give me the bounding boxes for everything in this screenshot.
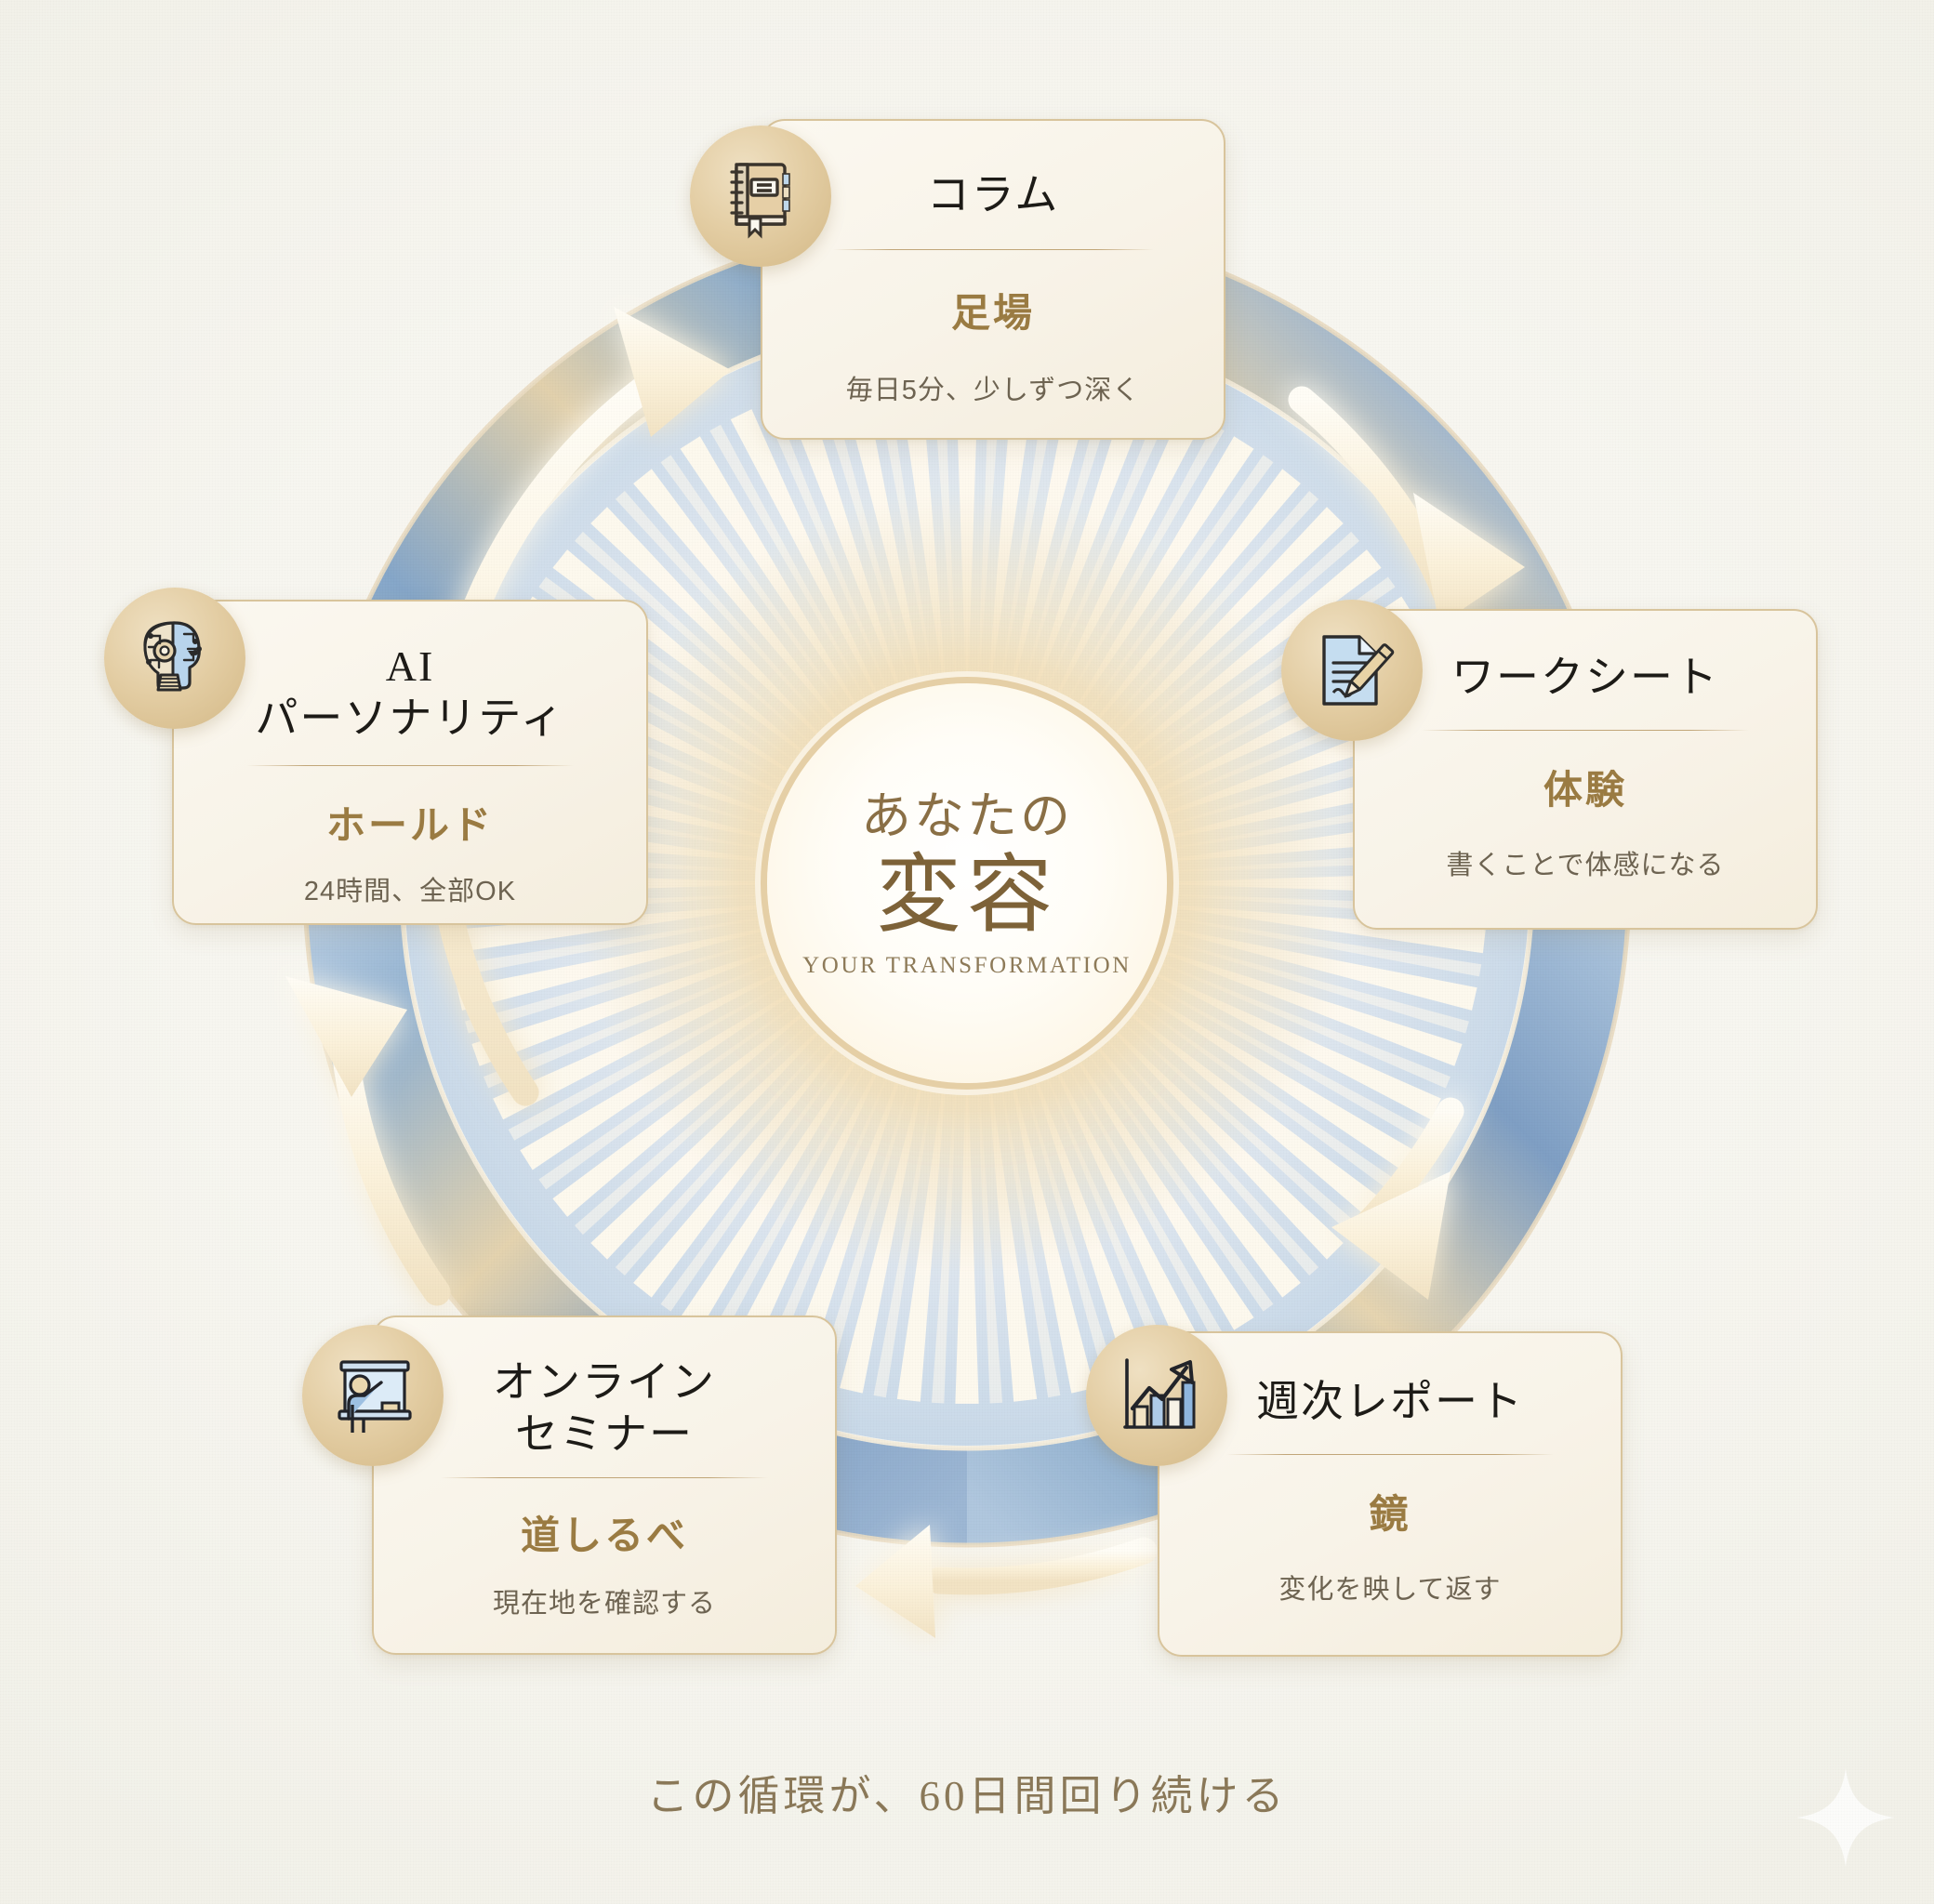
card-seminar-description: 現在地を確認する <box>492 1589 716 1620</box>
card-column[interactable]: コラム 足場 毎日5分、少しずつ深く <box>761 119 1225 440</box>
card-worksheet-divider <box>1422 730 1749 732</box>
center-subtitle: YOUR TRANSFORMATION <box>802 953 1132 979</box>
card-ai-description: 24時間、全部OK <box>303 877 517 907</box>
card-column-description: 毎日5分、少しずつ深く <box>845 376 1141 406</box>
card-worksheet[interactable]: ワークシート 体験 書くことで体感になる <box>1353 609 1818 930</box>
arrow-seminar-to-ai <box>285 976 451 1306</box>
card-seminar-keyword: 道しるべ <box>520 1514 688 1558</box>
card-column-keyword: 足場 <box>950 291 1035 336</box>
notebook-icon[interactable] <box>690 126 831 267</box>
card-report-description: 変化を映して返す <box>1278 1575 1502 1606</box>
card-column-title: コラム <box>926 171 1060 218</box>
card-seminar-title: オンライン セミナー <box>493 1356 716 1461</box>
card-seminar[interactable]: オンライン セミナー 道しるべ 現在地を確認する <box>372 1316 837 1655</box>
center-medallion: あなたの 変容 YOUR TRANSFORMATION <box>767 683 1167 1083</box>
arrow-report-to-seminar <box>855 1525 1158 1638</box>
card-ai-title-line2: パーソナリティ <box>255 694 565 743</box>
document-pencil-icon[interactable] <box>1281 600 1423 741</box>
card-ai-divider <box>246 765 574 767</box>
card-seminar-divider <box>441 1477 768 1479</box>
card-column-divider <box>832 249 1154 251</box>
card-seminar-title-line2: セミナー <box>515 1410 694 1459</box>
card-worksheet-keyword: 体験 <box>1543 768 1627 813</box>
presenter-whiteboard-icon[interactable] <box>302 1325 444 1466</box>
card-ai-title: AI パーソナリティ <box>255 641 564 745</box>
card-ai-title-line1: AI <box>385 642 435 690</box>
card-report-divider <box>1226 1454 1554 1456</box>
ai-head-circuit-icon[interactable] <box>104 588 245 729</box>
arrow-worksheet-to-report <box>1331 1097 1464 1300</box>
card-worksheet-description: 書くことで体感になる <box>1446 851 1725 881</box>
card-seminar-title-line1: オンライン <box>493 1358 716 1406</box>
card-report-title: 週次レポート <box>1256 1378 1524 1425</box>
card-report[interactable]: 週次レポート 鏡 変化を映して返す <box>1158 1331 1623 1657</box>
bar-chart-arrow-icon[interactable] <box>1086 1325 1227 1466</box>
card-worksheet-title: ワークシート <box>1451 654 1719 701</box>
footer-caption: この循環が、60日間回り続ける <box>646 1773 1288 1819</box>
card-report-keyword: 鏡 <box>1369 1492 1411 1537</box>
card-ai-keyword: ホールド <box>325 803 494 848</box>
center-line-2: 変容 <box>875 847 1058 943</box>
center-line-1: あなたの <box>861 787 1073 844</box>
arrow-column-to-worksheet <box>1288 386 1525 625</box>
